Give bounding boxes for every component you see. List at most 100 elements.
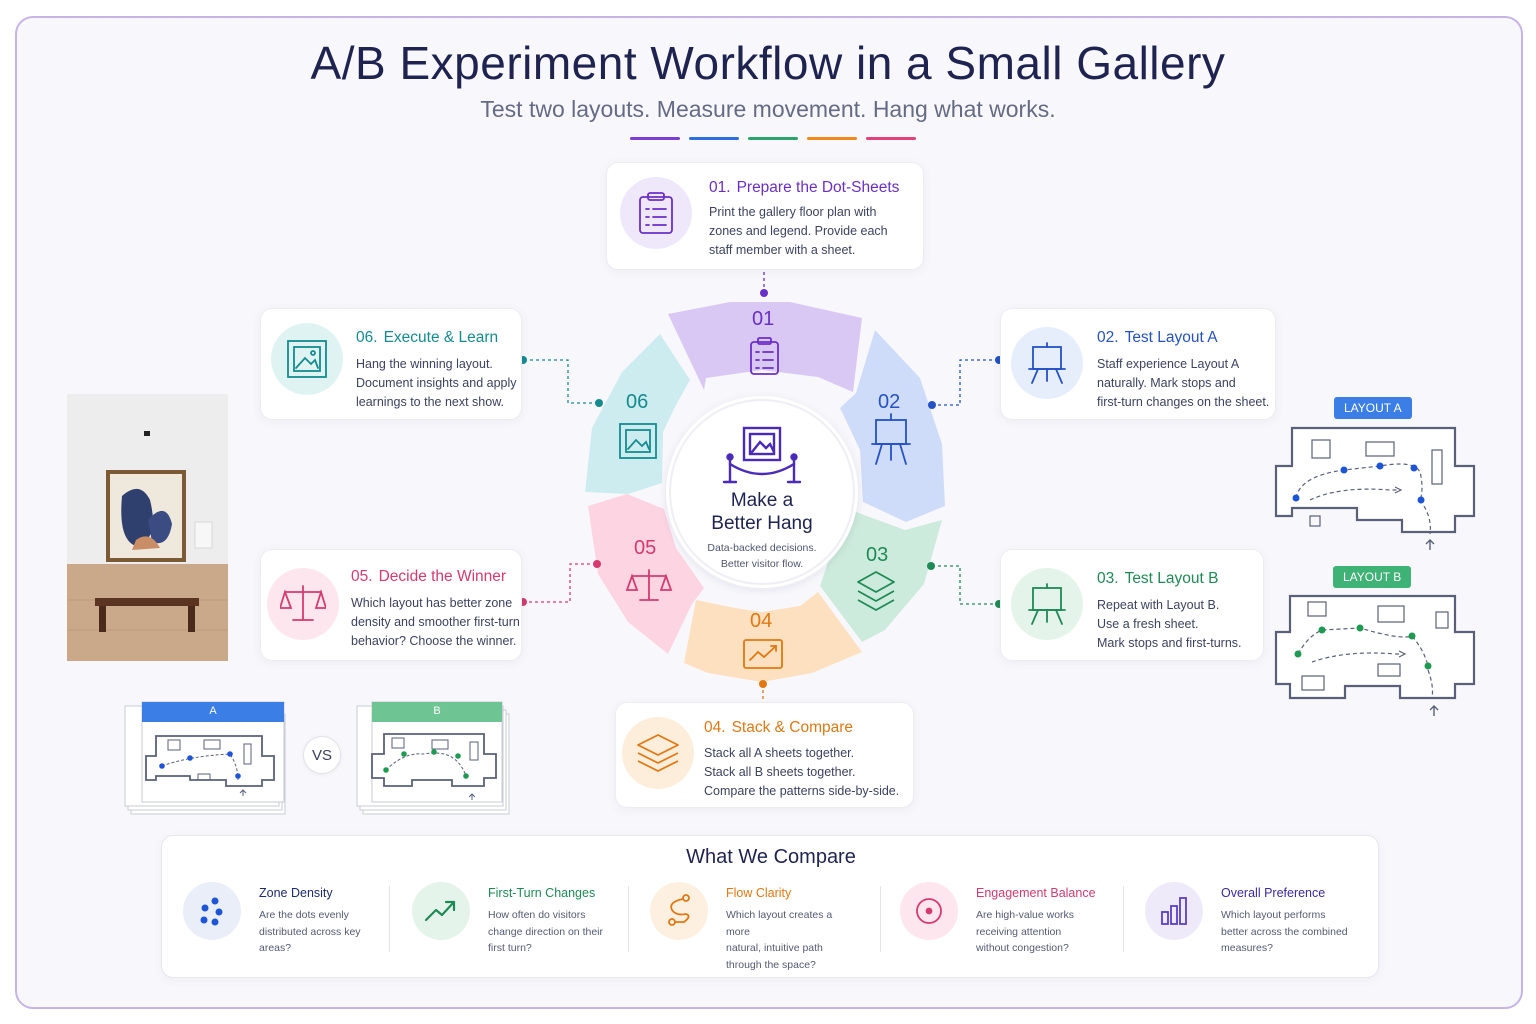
connector-dot — [759, 680, 767, 688]
page-title: A/B Experiment Workflow in a Small Galle… — [310, 37, 1226, 89]
connector-05 — [524, 563, 596, 603]
metric-description: How often do visitors change direction o… — [488, 907, 616, 957]
wheel-segment-04[interactable] — [684, 592, 862, 682]
metric-line: change direction on their — [488, 925, 603, 938]
layout-a-tag: LAYOUT A — [1334, 397, 1412, 419]
dots-icon — [200, 897, 223, 926]
step-line: Hang the winning layout. — [356, 357, 493, 371]
wheel-segment-03[interactable] — [820, 512, 942, 642]
step-description: Stack all A sheets together. Stack all B… — [704, 744, 899, 801]
step-line: Stack all B sheets together. — [704, 765, 856, 779]
framed-picture-icon — [287, 340, 327, 378]
metric-title: Zone Density — [259, 886, 333, 900]
framed-picture-icon — [619, 423, 657, 459]
accent-bar — [866, 137, 916, 140]
hub-title-line: Make a — [730, 490, 794, 511]
step-title-text: Test Layout A — [1124, 329, 1218, 346]
step-title-text: Prepare the Dot-Sheets — [736, 179, 900, 196]
hub-title: Make a Better Hang — [680, 489, 844, 535]
step-icon-circle — [622, 717, 694, 789]
step-description: Print the gallery floor plan with zones … — [709, 203, 888, 260]
connector-02 — [932, 359, 998, 406]
connector-dot — [593, 560, 601, 568]
metric-description: Which layout creates a more natural, int… — [726, 907, 854, 973]
metric-title: Engagement Balance — [976, 886, 1096, 900]
bar-chart-icon — [1161, 897, 1187, 925]
connector-03 — [932, 565, 998, 605]
step-card-03[interactable]: 03.Test Layout B Repeat with Layout B. U… — [1000, 549, 1264, 661]
wheel-number-01: 01 — [752, 308, 775, 330]
wheel-segment-05[interactable] — [588, 494, 704, 654]
trend-chart-icon — [743, 639, 783, 669]
step-card-01[interactable]: 01. Prepare the Dot-Sheets Print the gall… — [606, 162, 924, 270]
path-icon — [668, 894, 690, 926]
easel-icon — [1028, 583, 1066, 625]
connector-dot — [928, 401, 936, 409]
wheel-number-04: 04 — [750, 610, 773, 632]
step-card-02[interactable]: 02. Test Layout A Staff experience Layout… — [1000, 308, 1276, 420]
connector-06 — [524, 359, 598, 404]
floor-plan-b — [1274, 594, 1476, 716]
metric-icon-circle — [183, 882, 241, 940]
vs-badge: VS — [303, 736, 341, 774]
wheel-segment-06[interactable] — [585, 334, 690, 494]
metric-divider — [1123, 886, 1124, 952]
step-card-04[interactable]: 04. Stack & Compare Stack all A sheets to… — [615, 702, 914, 808]
metric-line: through the space? — [726, 958, 816, 971]
layout-b-tag: LAYOUT B — [1333, 566, 1412, 588]
step-line: Repeat with Layout B. — [1097, 598, 1220, 612]
clipboard-icon — [639, 192, 673, 234]
clipboard-icon — [750, 337, 779, 375]
accent-bar — [748, 137, 798, 140]
metric-line: Which layout performs — [1221, 909, 1326, 921]
metric-line: How often do visitors — [488, 909, 586, 921]
step-line: Use a fresh sheet. — [1097, 617, 1199, 631]
step-icon-circle — [1011, 568, 1083, 640]
step-number: 02. — [1097, 329, 1119, 346]
hub-title-line: Better Hang — [711, 513, 813, 534]
hub-ring — [669, 399, 855, 585]
metric-title: Overall Preference — [1221, 886, 1326, 900]
metric-description: Are high-value works receiving attention… — [976, 907, 1104, 957]
scale-icon — [625, 569, 673, 601]
step-card-06[interactable]: 06.Execute & Learn Hang the winning layo… — [260, 308, 522, 420]
metric-line: better across the combined — [1221, 925, 1348, 938]
step-line: Stack all A sheets together. — [704, 746, 855, 760]
hub-subtitle: Data-backed decisions. Better visitor fl… — [680, 540, 844, 572]
trend-arrow-icon — [424, 900, 456, 922]
connector-dot — [760, 289, 768, 297]
easel-icon — [1028, 342, 1066, 384]
metric-icon-circle — [412, 882, 470, 940]
metric-icon-circle — [900, 882, 958, 940]
wheel-segment-01[interactable] — [668, 302, 862, 392]
step-card-05[interactable]: 05.Decide the Winner Which layout has be… — [260, 549, 522, 661]
wheel-number-06: 06 — [626, 391, 649, 413]
step-line: staff member with a sheet. — [709, 243, 856, 257]
step-number: 04. — [704, 719, 726, 736]
metric-title: Flow Clarity — [726, 886, 792, 900]
step-line: Print the gallery floor plan with — [709, 205, 877, 219]
stack-b-label: B — [433, 705, 441, 717]
hub-sub-line: Data-backed decisions. — [707, 542, 817, 554]
metric-line: receiving attention — [976, 925, 1062, 938]
step-title: 02. Test Layout A — [1097, 329, 1218, 347]
step-icon-circle — [271, 323, 343, 395]
step-line: Compare the patterns side-by-side. — [704, 784, 900, 798]
hub-sub-line: Better visitor flow. — [720, 558, 804, 570]
step-description: Staff experience Layout A naturally. Mar… — [1097, 355, 1269, 412]
step-line: Staff experience Layout A — [1097, 357, 1240, 371]
gallery-photo — [67, 394, 228, 661]
metric-divider — [628, 886, 629, 952]
step-number: 01. — [709, 179, 731, 196]
layers-icon — [637, 734, 679, 772]
step-description: Which layout has better zone density and… — [351, 594, 520, 651]
wheel-segment-02[interactable] — [840, 330, 945, 522]
wheel-number-02: 02 — [878, 391, 901, 413]
framed-art-rope-icon — [722, 426, 802, 484]
accent-bar — [807, 137, 857, 140]
metric-title: First-Turn Changes — [488, 886, 596, 900]
metric-description: Which layout performs better across the … — [1221, 907, 1349, 957]
step-title-text: Stack & Compare — [731, 719, 854, 736]
step-title-text: Execute & Learn — [383, 329, 499, 346]
